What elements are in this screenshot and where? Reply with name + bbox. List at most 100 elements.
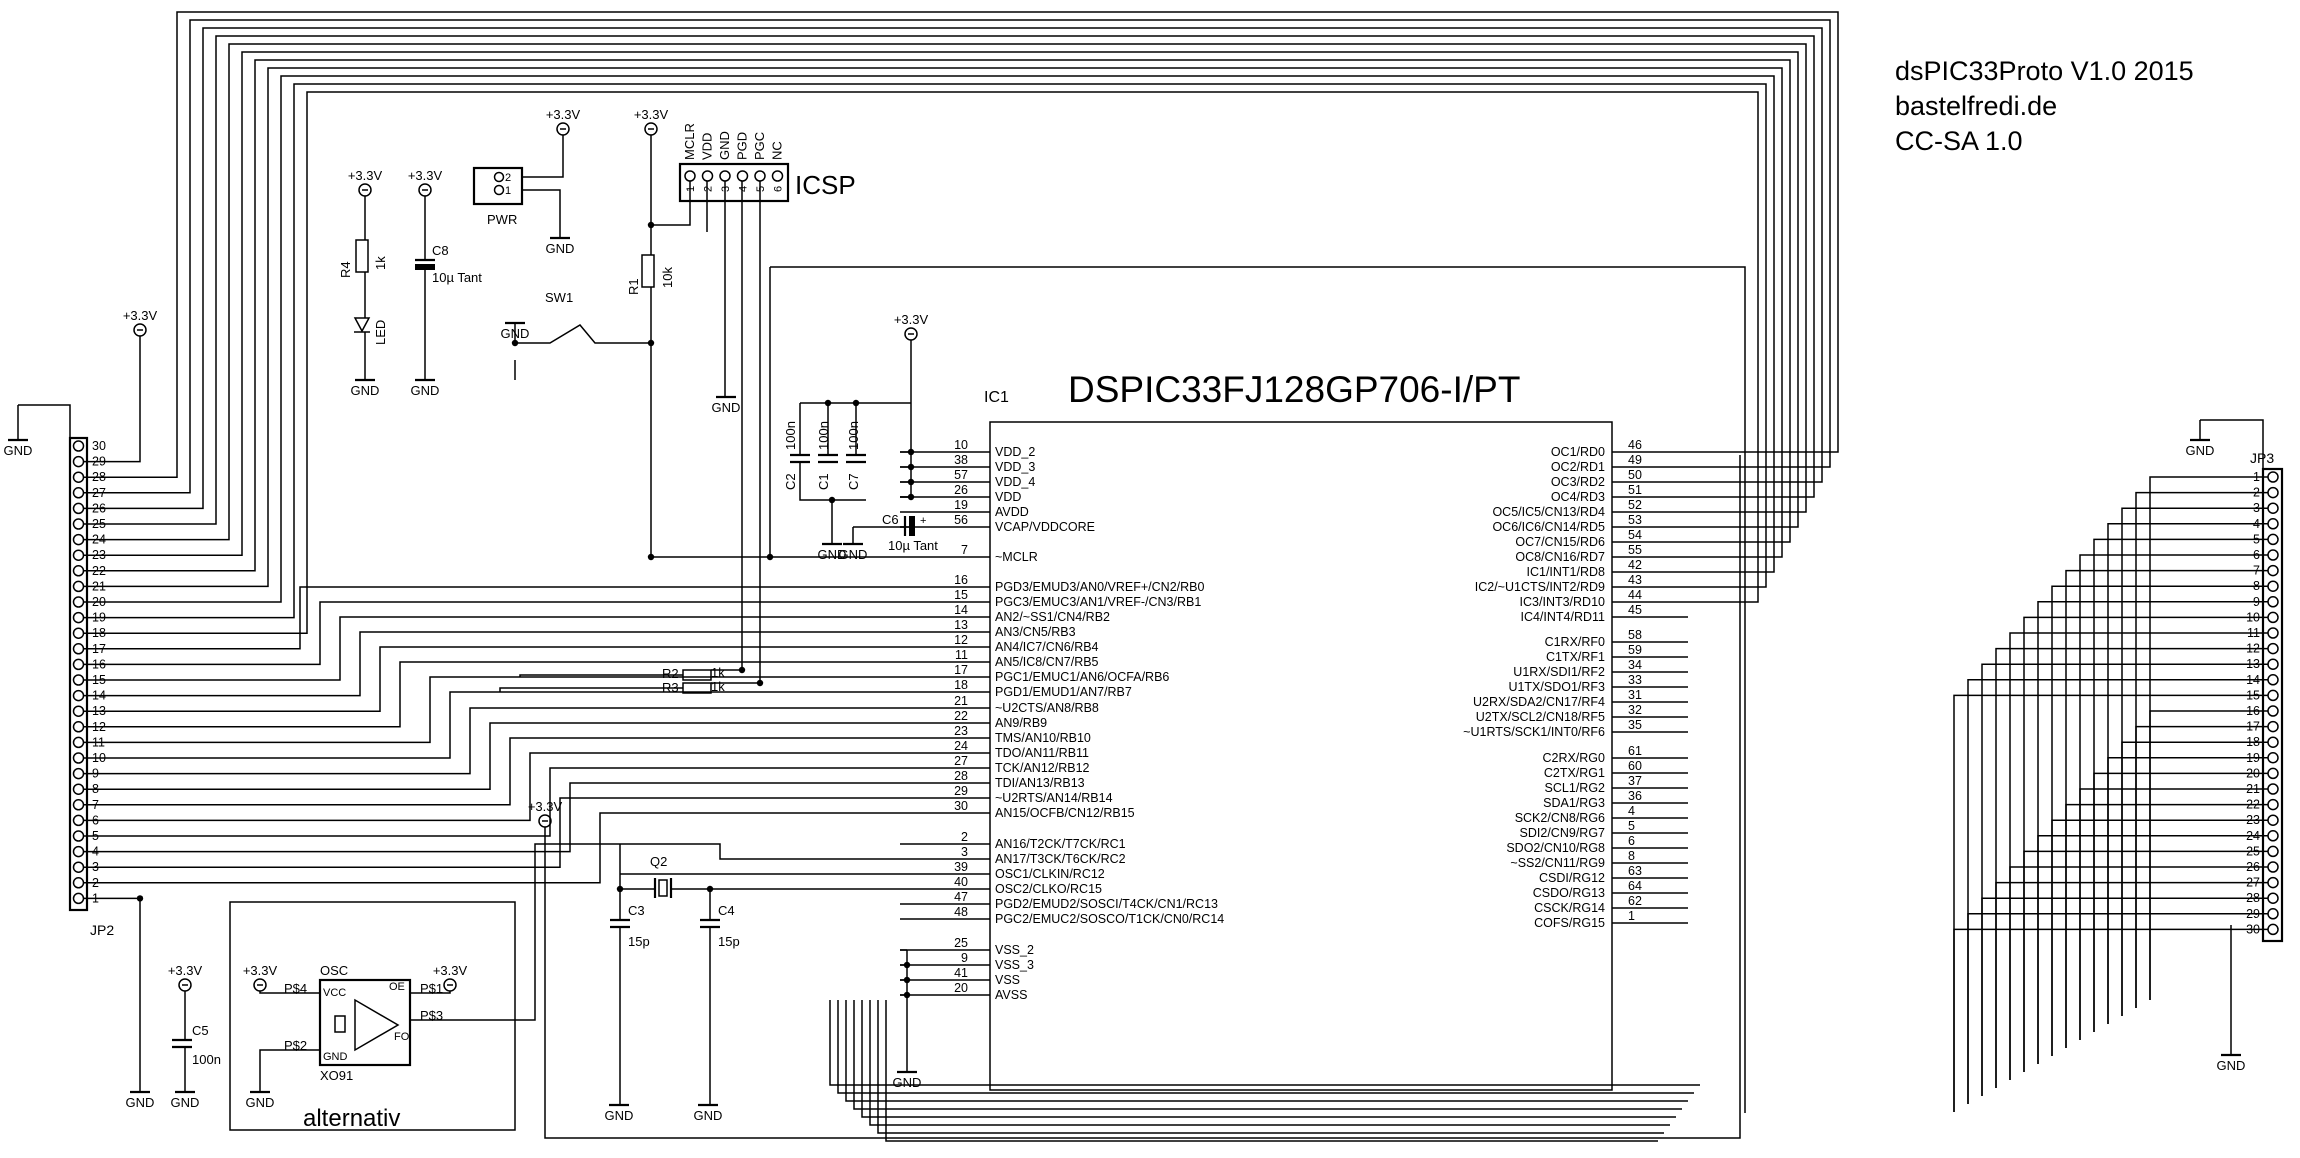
ic1-pin-number: 28 — [954, 769, 968, 783]
r4-value: 1k — [373, 256, 388, 270]
ic1-pin-number: 56 — [954, 513, 968, 527]
jp2-pin-number: 20 — [92, 595, 106, 609]
icsp-pin-6 — [771, 170, 784, 182]
r1-value: 10k — [660, 267, 675, 288]
jp2-pin-number: 8 — [92, 782, 99, 796]
icsp-label: ICSP — [795, 170, 856, 200]
bottom-loop — [853, 1000, 1682, 1110]
jp2-to-ic1-left-net — [84, 601, 900, 666]
junction-dot — [903, 961, 911, 969]
title-line-2: bastelfredi.de — [1895, 91, 2057, 121]
junction-dot — [824, 399, 832, 407]
jp2-pin-number: 29 — [92, 455, 106, 469]
junction-dot — [738, 666, 746, 674]
vcc-label: +3.3V — [243, 963, 278, 978]
ic1-pin-name: TCK/AN12/RB12 — [995, 761, 1090, 775]
ground-label: GND — [818, 547, 847, 562]
ic1-pin-name: SDI2/CN9/RG7 — [1520, 826, 1605, 840]
osc-crystal-icon — [334, 1015, 346, 1033]
jp2-to-ic1-left-net — [84, 782, 900, 853]
ic1-pin-name: U2RX/SDA2/CN17/RF4 — [1473, 695, 1605, 709]
mclr-net — [650, 287, 900, 558]
ic1-pin-number: 40 — [954, 875, 968, 889]
ic1-pin-number: 8 — [1628, 849, 1635, 863]
ic1-pin-name: VDD_3 — [995, 460, 1035, 474]
jp2-vcc-net — [84, 336, 141, 463]
jp2-pin-number: 26 — [92, 501, 106, 515]
ic1-pin-number: 3 — [961, 845, 968, 859]
c5-value: 100n — [192, 1052, 221, 1067]
osc-p4-label: P$4 — [284, 981, 307, 996]
jp3-pin-29 — [2267, 908, 2279, 920]
ic1-pin-name: OC6/IC6/CN14/RD5 — [1492, 520, 1605, 534]
ic1-pin-name: OSC2/CLKO/RC15 — [995, 882, 1102, 896]
junction-dot — [616, 885, 624, 893]
vcc-label: +3.3V — [528, 799, 563, 814]
jp2-pin-17 — [72, 643, 85, 655]
jp2-pin-10 — [72, 752, 85, 764]
ic1-pin-name: VDD_2 — [995, 445, 1035, 459]
vcc-symbol — [253, 978, 267, 992]
jp2-pin-number: 19 — [92, 611, 106, 625]
bottom-loop — [877, 1000, 1664, 1134]
ic1-pin-name: U1TX/SDO1/RF3 — [1508, 680, 1605, 694]
jp3-pin-14 — [2267, 674, 2279, 686]
osc-frame — [229, 901, 516, 1131]
title-block: dsPIC33Proto V1.0 2015 bastelfredi.de CC… — [1895, 56, 2194, 156]
jp2-pin-7 — [72, 799, 85, 811]
ic1-pin-number: 29 — [954, 784, 968, 798]
ic1-pin-number: 15 — [954, 588, 968, 602]
ic1-pin-name: VDD — [995, 490, 1021, 504]
icsp-pin-number: 1 — [685, 186, 697, 192]
icsp-pin-3 — [719, 170, 731, 182]
jp3-pin-number: 12 — [2246, 642, 2260, 656]
c5-capacitor: C5 100n — [172, 1023, 221, 1067]
jp3-pin-number: 19 — [2246, 751, 2260, 765]
ic1-pin-number: 60 — [1628, 759, 1642, 773]
ic1-pin-name: IC2/~U1CTS/INT2/RD9 — [1475, 580, 1605, 594]
r2-value: 1k — [711, 665, 725, 680]
pwr-gnd-wire — [522, 189, 561, 238]
c3-capacitor: C3 15p — [610, 903, 650, 949]
jp2-pin-number: 10 — [92, 751, 106, 765]
ic1-pin-number: 19 — [954, 498, 968, 512]
jp3-pin-27 — [2267, 876, 2279, 889]
osc-part: XO91 — [320, 1068, 353, 1083]
ic1-pin-number: 44 — [1628, 588, 1642, 602]
r3-name: R3 — [662, 680, 679, 695]
jp3-pin-number: 10 — [2246, 610, 2260, 624]
jp3-pin-3 — [2267, 502, 2279, 514]
osc-p3-label: P$3 — [420, 1008, 443, 1023]
jp2-to-ic1-right-net — [84, 83, 1767, 619]
c7-capacitor: C7 100n — [846, 421, 866, 490]
jp2-pin-30 — [72, 440, 85, 452]
jp2-pin-2 — [72, 877, 85, 889]
ic1-pin-name: OC5/IC5/CN13/RD4 — [1492, 505, 1605, 519]
jp2-pin-number: 7 — [92, 798, 99, 812]
osc-oe-label: OE — [389, 981, 405, 993]
ic1-pin-name: VSS_3 — [995, 958, 1034, 972]
jp2-pin-6 — [72, 814, 85, 827]
jp2-pin-27 — [72, 487, 85, 499]
icsp-pin-name: PGD — [735, 132, 750, 160]
c8-plate-bottom — [415, 264, 435, 270]
icsp-pin-number: 3 — [720, 186, 732, 192]
jp2-connector: JP2 302928272625242322212019181716151413… — [68, 436, 114, 938]
jp3-pin-number: 24 — [2246, 829, 2260, 843]
jp2-body — [68, 436, 89, 912]
jp3-pin-19 — [2267, 752, 2279, 764]
icsp-pin-number: 5 — [755, 186, 767, 192]
osc-p1-label: P$1 — [420, 981, 443, 996]
junction-dot — [647, 221, 655, 229]
ic1-pin-name: AN4/IC7/CN6/RB4 — [995, 640, 1099, 654]
jp2-pin-9 — [72, 767, 85, 780]
osc-fo-label: FO — [394, 1031, 410, 1043]
r2-out — [519, 674, 683, 677]
jp3-pin-number: 23 — [2246, 813, 2260, 827]
ic1-pin-number: 57 — [954, 468, 968, 482]
jp2-to-ic1-left-net — [84, 616, 900, 681]
pwr-header: 2 1 PWR — [472, 166, 524, 227]
ic1-pin-name: SDA1/RG3 — [1543, 796, 1605, 810]
jp2-to-ic1-left-net — [84, 646, 900, 712]
